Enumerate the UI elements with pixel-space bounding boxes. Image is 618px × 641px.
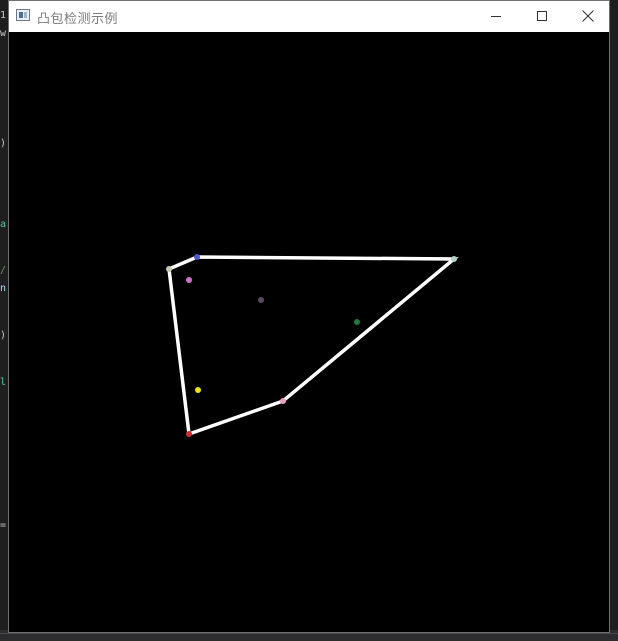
window-title: 凸包检测示例 bbox=[37, 12, 119, 27]
convex-hull-outline bbox=[167, 255, 459, 437]
convex-hull-canvas bbox=[166, 254, 459, 437]
interior-point bbox=[354, 319, 360, 325]
maximize-button[interactable] bbox=[519, 1, 565, 32]
background-code-glyph: w bbox=[0, 28, 7, 39]
background-code-glyph: / bbox=[0, 265, 7, 276]
background-code-glyph: l bbox=[0, 377, 7, 388]
background-code-glyph: ) bbox=[0, 138, 7, 149]
background-editor-strip: 1: w ) a / n ) l = bbox=[0, 0, 8, 641]
minimize-icon bbox=[491, 16, 501, 17]
hull-point bbox=[280, 398, 286, 404]
app-window: 凸包检测示例 bbox=[8, 0, 610, 633]
background-code-glyph: 1: bbox=[0, 10, 8, 21]
background-code-glyph: n bbox=[0, 283, 7, 294]
background-bottom-bar bbox=[0, 630, 618, 641]
title-bar[interactable]: 凸包检测示例 bbox=[9, 1, 609, 32]
interior-point bbox=[258, 297, 264, 303]
hull-point bbox=[451, 256, 457, 262]
drawing-canvas bbox=[9, 32, 609, 632]
maximize-icon bbox=[537, 11, 547, 21]
hull-point bbox=[166, 266, 172, 272]
app-icon-pane bbox=[19, 12, 23, 18]
close-icon bbox=[582, 10, 594, 22]
hull-point bbox=[186, 431, 192, 437]
app-icon-pane bbox=[24, 12, 27, 18]
background-code-glyph: a bbox=[0, 219, 7, 230]
background-divider bbox=[0, 633, 618, 634]
app-window-icon bbox=[16, 9, 30, 21]
interior-point bbox=[195, 387, 201, 393]
minimize-button[interactable] bbox=[473, 1, 519, 32]
hull-point bbox=[194, 254, 200, 260]
close-button[interactable] bbox=[565, 1, 611, 32]
background-code-glyph: ) bbox=[0, 330, 7, 341]
interior-point bbox=[186, 277, 192, 283]
background-code-glyph: = bbox=[0, 520, 7, 531]
